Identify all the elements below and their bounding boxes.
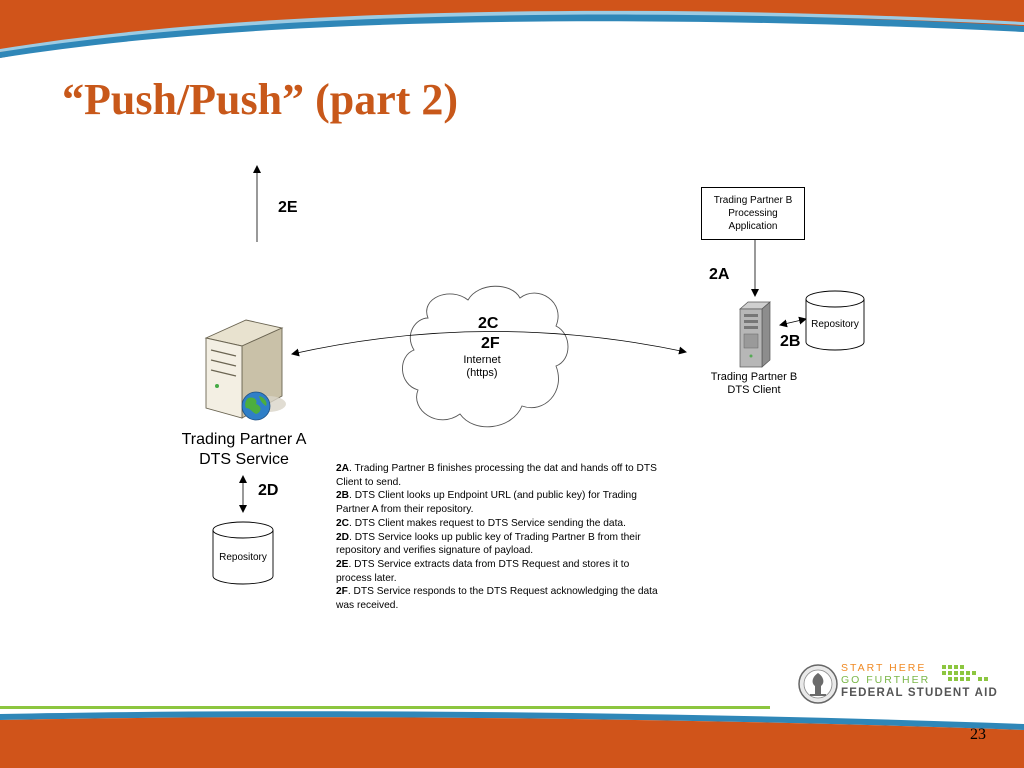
top-banner — [0, 0, 1024, 62]
internet-label-line-1: Internet — [463, 354, 501, 366]
tpb-dts-client-label: Trading Partner B DTS Client — [698, 371, 810, 397]
footer-banner — [0, 706, 1024, 768]
page-number: 23 — [970, 726, 986, 743]
repository-left-label: Repository — [219, 552, 267, 563]
repository-left-cylinder — [212, 521, 274, 585]
step-label-2f: 2F — [481, 335, 500, 352]
repository-right-cylinder — [805, 290, 865, 351]
slide-title: “Push/Push” (part 2) — [62, 75, 459, 124]
tpb-client-line-1: Trading Partner B — [710, 371, 798, 383]
note-item: 2D. DTS Service looks up public key of T… — [336, 531, 641, 557]
fsa-logo-text: START HERE GO FURTHER FEDERAL STUDENT AI… — [841, 662, 998, 700]
step-label-2c: 2C — [478, 315, 499, 332]
fsa-line-3: FEDERAL STUDENT AID — [841, 687, 998, 699]
note-item: 2F. DTS Service responds to the DTS Requ… — [336, 586, 658, 612]
fsa-line-2: GO FURTHER — [841, 674, 931, 686]
internet-label-line-2: (https) — [466, 367, 498, 379]
step-label-2d: 2D — [258, 482, 279, 499]
repository-right-label: Repository — [811, 319, 859, 330]
note-item: 2E. DTS Service extracts data from DTS R… — [336, 558, 630, 584]
fsa-line-1: START HERE — [841, 662, 927, 674]
tpb-app-line-3: Application — [728, 221, 778, 232]
tpa-dts-service-label: Trading Partner A DTS Service — [160, 430, 328, 470]
step-label-2b: 2B — [780, 333, 801, 350]
step-notes: 2A. Trading Partner B finishes processin… — [336, 462, 658, 613]
tpb-app-line-1: Trading Partner B — [713, 195, 793, 206]
note-item: 2C. DTS Client makes request to DTS Serv… — [336, 517, 626, 529]
note-item: 2B. DTS Client looks up Endpoint URL (an… — [336, 490, 637, 516]
arrow-2c-2f — [291, 331, 687, 357]
arrow-2b — [779, 316, 807, 328]
department-of-education-seal-icon — [798, 664, 838, 704]
internet-label: Internet (https) — [452, 354, 512, 380]
step-label-2e: 2E — [278, 199, 298, 216]
step-label-2a: 2A — [709, 266, 730, 283]
note-item: 2A. Trading Partner B finishes processin… — [336, 463, 657, 488]
fsa-dot-pattern — [942, 665, 988, 681]
tpa-line-2: DTS Service — [199, 451, 289, 468]
tpb-client-line-2: DTS Client — [727, 384, 781, 396]
tpa-line-1: Trading Partner A — [181, 431, 307, 448]
internet-cloud — [402, 285, 569, 428]
web-server-icon — [204, 319, 286, 421]
server-tower-icon — [739, 301, 771, 368]
tpb-app-line-2: Processing — [728, 208, 778, 219]
tpb-processing-application-box: Trading Partner B Processing Application — [701, 187, 805, 240]
